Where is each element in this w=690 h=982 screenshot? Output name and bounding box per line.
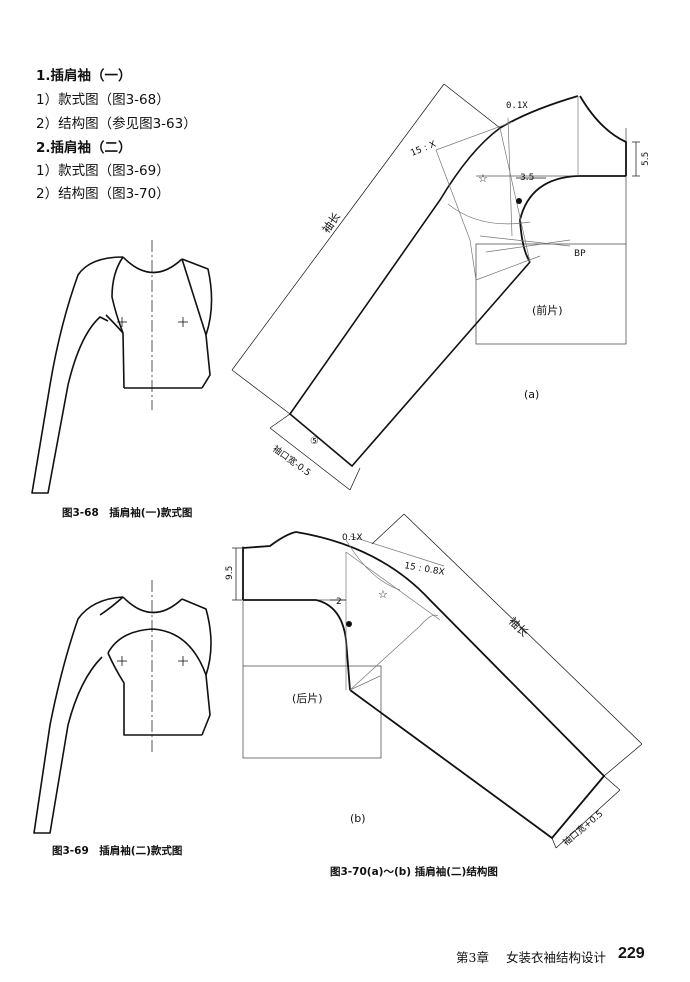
footer-chapter: 第3章 xyxy=(456,950,489,965)
figure-3-70-caption: 图3-70(a)～(b) 插肩袖(二)结构图 xyxy=(330,866,498,878)
label-diagram-a: (a) xyxy=(524,388,539,401)
label-slope-b: 15 : 0.8X xyxy=(403,561,445,578)
label-diagram-b: (b) xyxy=(350,812,366,825)
diagram-b: 0.1X 15 : 0.8X ☆ 2 9.5 (后片) 袖长 袖口宽+0.5 (… xyxy=(225,513,643,849)
figure-3-68-caption: 图3-68 插肩袖(一)款式图 xyxy=(62,507,193,519)
label-offset-b: 0.1X xyxy=(342,533,362,543)
figure-3-69-caption: 图3-69 插肩袖(二)款式图 xyxy=(52,845,183,857)
label-sleeve-length-b: 袖长 xyxy=(506,614,532,639)
label-dim-2: 2 xyxy=(336,597,342,607)
label-slope-a: 15 : X xyxy=(409,140,437,159)
star-mark-b: ☆ xyxy=(378,588,388,601)
section-1-item-2: 2）结构图（参见图3-63） xyxy=(36,116,197,132)
section-heading-2: 2.插肩袖（二） xyxy=(36,140,132,156)
label-cuff-width-a: 袖口宽-0.5 xyxy=(270,443,313,479)
label-dim-5-5: 5.5 xyxy=(641,152,651,166)
section-1-item-1: 1）款式图（图3-68） xyxy=(36,92,170,108)
label-bp: BP xyxy=(574,249,586,259)
label-offset-a: 0.1X xyxy=(506,101,528,111)
section-2-item-2: 2）结构图（图3-70） xyxy=(36,186,170,202)
back-piece-rect xyxy=(242,665,382,759)
label-dim-9-5: 9.5 xyxy=(225,566,235,580)
label-circle-mark: ⑤ xyxy=(310,436,319,447)
sleeve-outline-a xyxy=(288,127,531,468)
footer-title: 女装衣袖结构设计 xyxy=(506,950,607,965)
star-mark-a: ☆ xyxy=(478,172,488,185)
label-dim-3-5: 3.5 xyxy=(520,173,534,183)
section-heading-1: 1.插肩袖（一） xyxy=(36,68,132,84)
label-back-piece: (后片) xyxy=(292,692,323,705)
front-piece-rect xyxy=(475,243,627,345)
section-2-item-1: 1）款式图（图3-69） xyxy=(36,163,170,179)
page-number: 229 xyxy=(618,945,645,962)
label-front-piece: (前片) xyxy=(532,303,563,317)
figure-3-68-sketch xyxy=(31,240,213,494)
label-sleeve-length-a: 袖长 xyxy=(319,210,343,236)
figure-3-69-sketch xyxy=(33,580,212,834)
label-cuff-width-b: 袖口宽+0.5 xyxy=(560,808,605,849)
sleeve-outline-b xyxy=(295,531,606,840)
diagram-a: 0.1X 15 : X ☆ 3.5 5.5 BP (前片) 袖长 袖口宽-0.5… xyxy=(231,83,651,491)
